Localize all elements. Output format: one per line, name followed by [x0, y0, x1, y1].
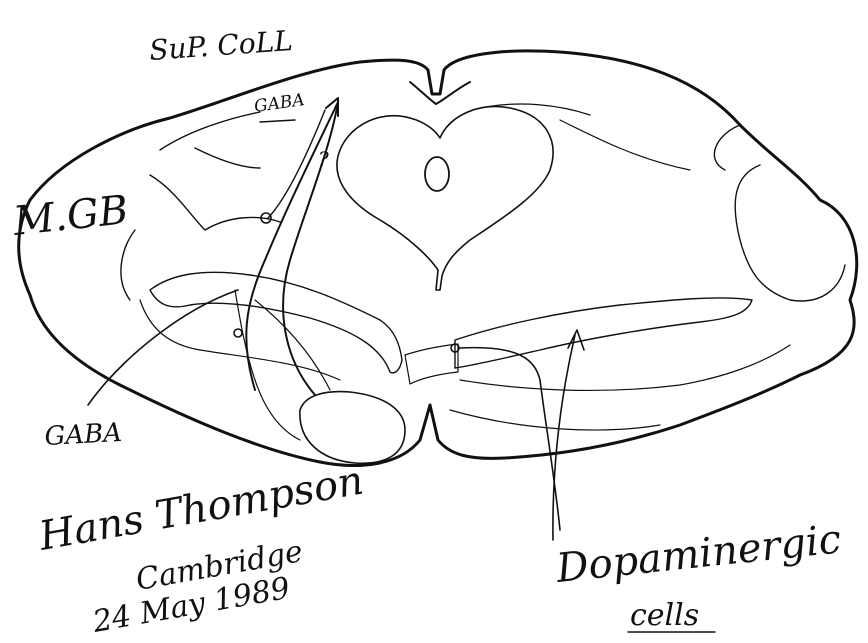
label-sup-coll: SuP. CoLL	[148, 24, 294, 67]
label-cells: cells	[630, 598, 699, 633]
dopaminergic-pointer-1	[460, 348, 560, 530]
right-lobe-contour	[714, 125, 845, 301]
cell-body-sn-left	[234, 329, 242, 337]
substantia-nigra-left	[150, 272, 402, 373]
label-mgb: M.GB	[10, 187, 130, 245]
signature-name: Hans Thompson	[35, 458, 367, 560]
inner-contour-upper-left	[160, 112, 260, 168]
substantia-nigra-right	[455, 298, 752, 368]
brain-section-outline	[19, 51, 857, 466]
label-gaba-top: GABA	[253, 90, 306, 117]
label-dopaminergic: Dopaminergic	[553, 516, 843, 592]
right-basal-contour	[450, 345, 790, 430]
dopaminergic-pointer-2	[553, 335, 575, 540]
left-band-outline	[140, 290, 340, 440]
right-lateral-contour	[480, 104, 690, 170]
midline-bridge	[405, 344, 458, 384]
gaba-thin-line	[268, 110, 325, 218]
periaqueductal-grey	[337, 107, 553, 290]
label-question: ?	[318, 147, 329, 171]
gaba-left-pointer	[88, 290, 238, 405]
label-gaba-left: GABA	[44, 418, 123, 452]
gaba-top-underline	[260, 120, 295, 122]
gaba-pathway-arrow	[246, 102, 338, 390]
cerebral-peduncle	[300, 392, 405, 464]
dopaminergic-arrowhead	[568, 330, 584, 350]
aqueduct	[425, 157, 449, 191]
